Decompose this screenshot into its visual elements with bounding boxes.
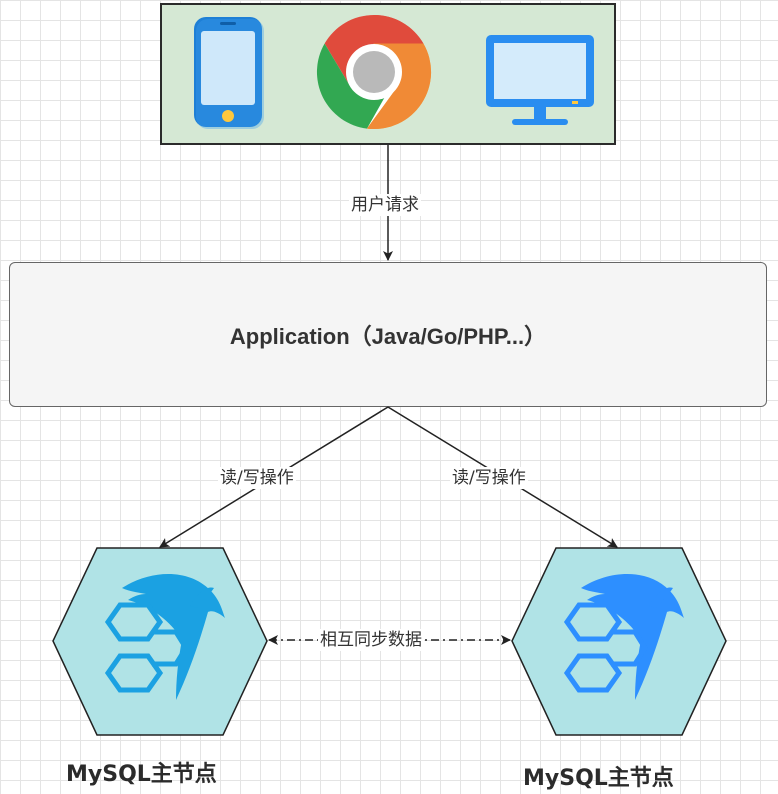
mysql-node-left: [52, 547, 268, 736]
user-request-label: 用户请求: [349, 194, 421, 216]
sync-label: 相互同步数据: [318, 629, 424, 651]
chrome-browser-icon: [316, 14, 432, 130]
mysql-node-right: [511, 547, 727, 736]
application-label: Application（Java/Go/PHP...）: [229, 323, 547, 349]
mysql-node-label-left: MySQL主节点: [66, 762, 217, 787]
read-write-label-right: 读/写操作: [450, 467, 528, 489]
read-write-label-left: 读/写操作: [218, 467, 296, 489]
application-box: Application（Java/Go/PHP...）: [9, 262, 767, 407]
clients-box: [160, 3, 616, 145]
mobile-phone-icon: [194, 17, 264, 129]
mysql-dolphin-icon: [563, 574, 684, 700]
mysql-dolphin-icon: [104, 574, 225, 700]
mysql-node-label-right: MySQL主节点: [523, 766, 674, 791]
desktop-monitor-icon: [486, 35, 594, 125]
